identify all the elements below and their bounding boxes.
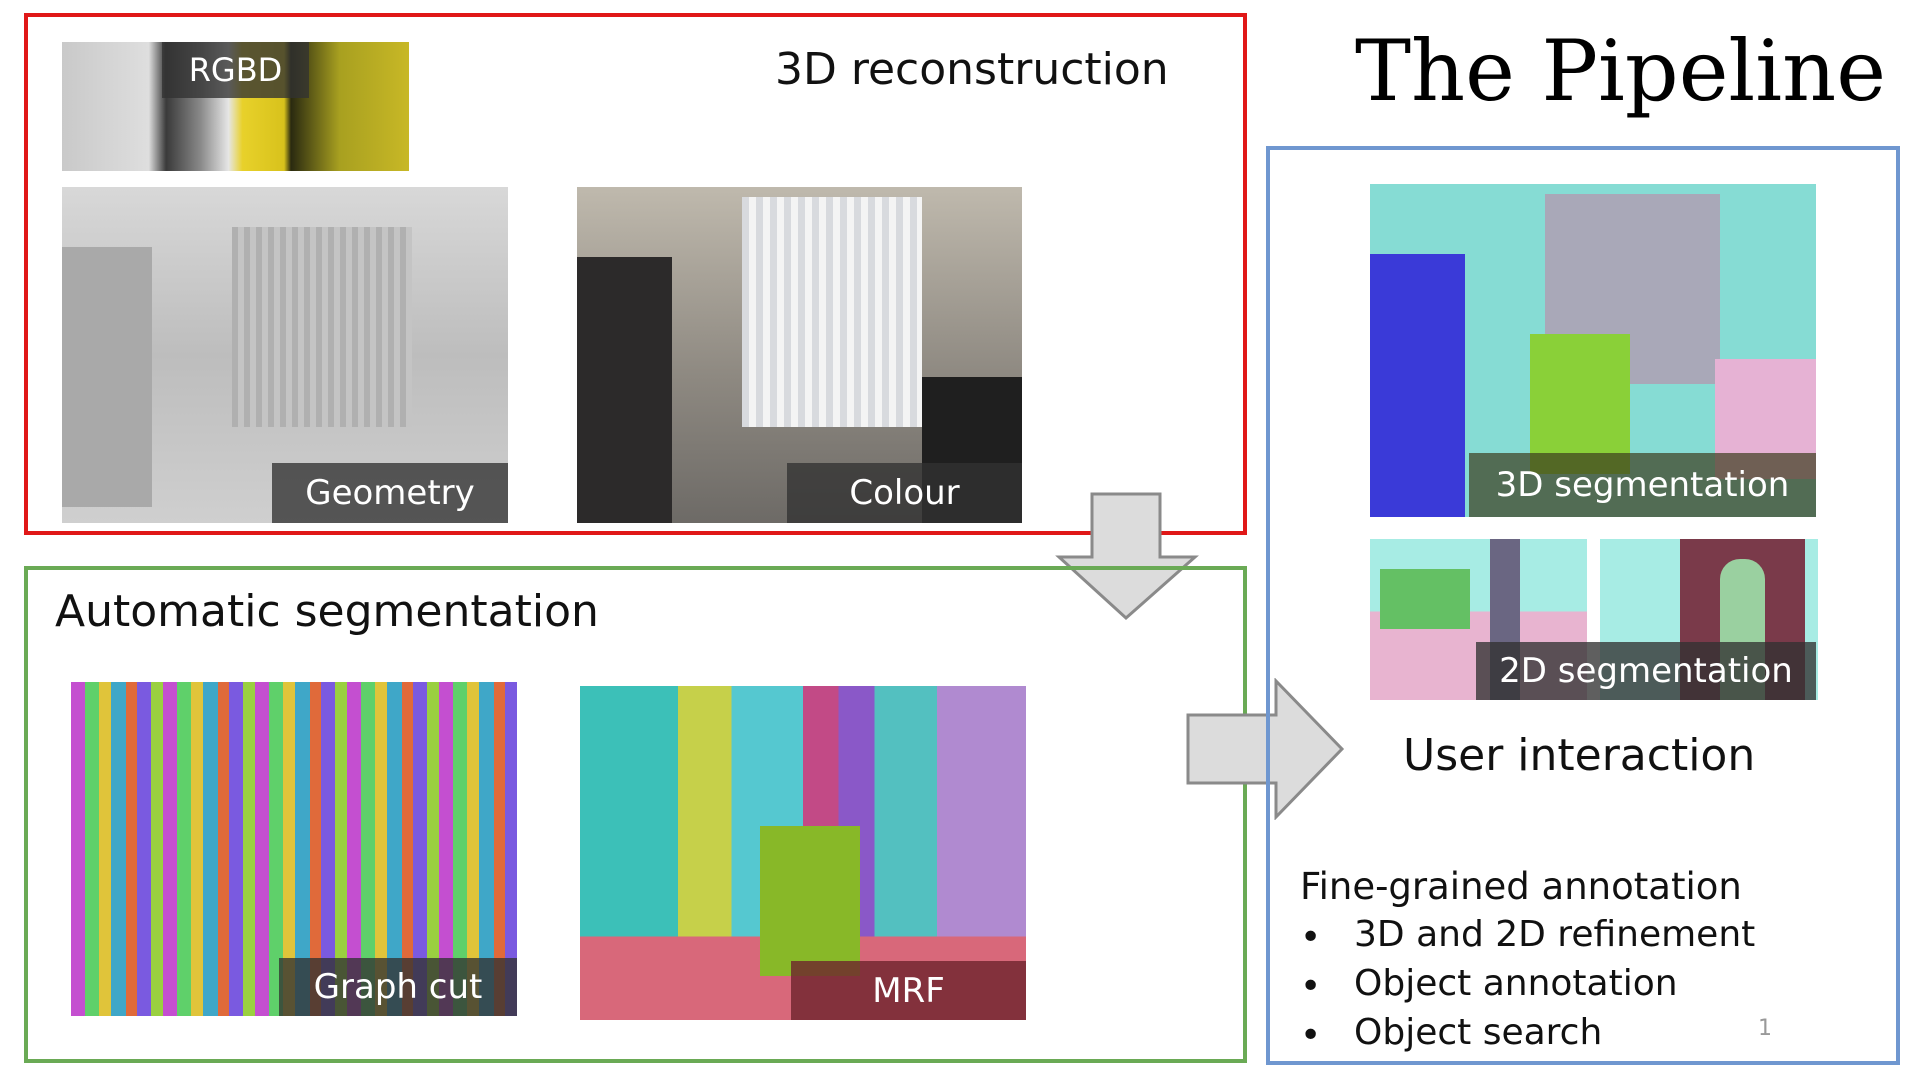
slide-title: The Pipeline [1355, 22, 1886, 120]
automatic-segmentation-panel [24, 566, 1247, 1063]
bullet-item: 3D and 2D refinement [1354, 914, 1756, 955]
fine-grained-heading: Fine-grained annotation [1300, 865, 1742, 908]
colour-label: Colour [787, 463, 1022, 523]
bullet-dot: • [1300, 966, 1322, 1007]
bullet-dot: • [1300, 1015, 1322, 1056]
right-arrow-icon [1186, 678, 1345, 820]
bullet-item: Object search [1354, 1012, 1603, 1053]
reconstruction-heading: 3D reconstruction [775, 44, 1169, 95]
reconstruction-panel [24, 13, 1247, 535]
rgbd-label: RGBD [162, 42, 309, 98]
page-number: 1 [1758, 1016, 1772, 1041]
seg2d-label: 2D segmentation [1476, 642, 1816, 700]
mrf-label: MRF [791, 961, 1026, 1020]
geometry-label: Geometry [272, 463, 508, 523]
seg3d-label: 3D segmentation [1469, 453, 1816, 517]
automatic-heading: Automatic segmentation [55, 586, 599, 637]
down-arrow-icon [1055, 492, 1199, 621]
bullet-item: Object annotation [1354, 963, 1678, 1004]
user-interaction-panel [1266, 146, 1900, 1065]
graphcut-label: Graph cut [279, 958, 517, 1016]
user-interaction-heading: User interaction [1403, 730, 1756, 781]
bullet-dot: • [1300, 917, 1322, 958]
